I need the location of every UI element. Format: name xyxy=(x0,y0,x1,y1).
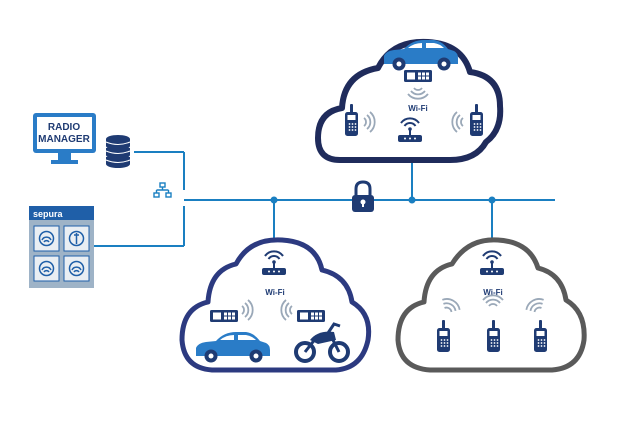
network-lines xyxy=(94,151,555,250)
motorcycle-icon xyxy=(294,322,350,363)
network-nodes xyxy=(270,196,496,204)
database-icon xyxy=(105,135,131,168)
radio-manager-label-line2: MANAGER xyxy=(38,134,90,145)
wifi-label-right: Wi-Fi xyxy=(483,288,502,297)
mobile-radio-icon xyxy=(404,70,432,82)
wifi-label-top: Wi-Fi xyxy=(408,104,427,113)
cloud-top: Wi-Fi xyxy=(315,38,504,163)
radio-manager-label-line1: RADIO xyxy=(48,122,80,133)
wifi-label-left: Wi-Fi xyxy=(265,288,284,297)
monitor-icon xyxy=(33,113,96,164)
tablet-app-icon: sepura xyxy=(29,206,94,288)
mobile-radio-icon xyxy=(297,310,325,322)
sepura-label: sepura xyxy=(33,209,64,219)
padlock-icon xyxy=(352,180,374,212)
cloud-right: Wi-Fi xyxy=(395,237,587,373)
cloud-left: Wi-Fi xyxy=(179,237,372,373)
network-switch-icon xyxy=(153,182,172,198)
mobile-radio-icon xyxy=(210,310,238,322)
radio-manager-monitor: RADIO MANAGER xyxy=(33,113,96,164)
